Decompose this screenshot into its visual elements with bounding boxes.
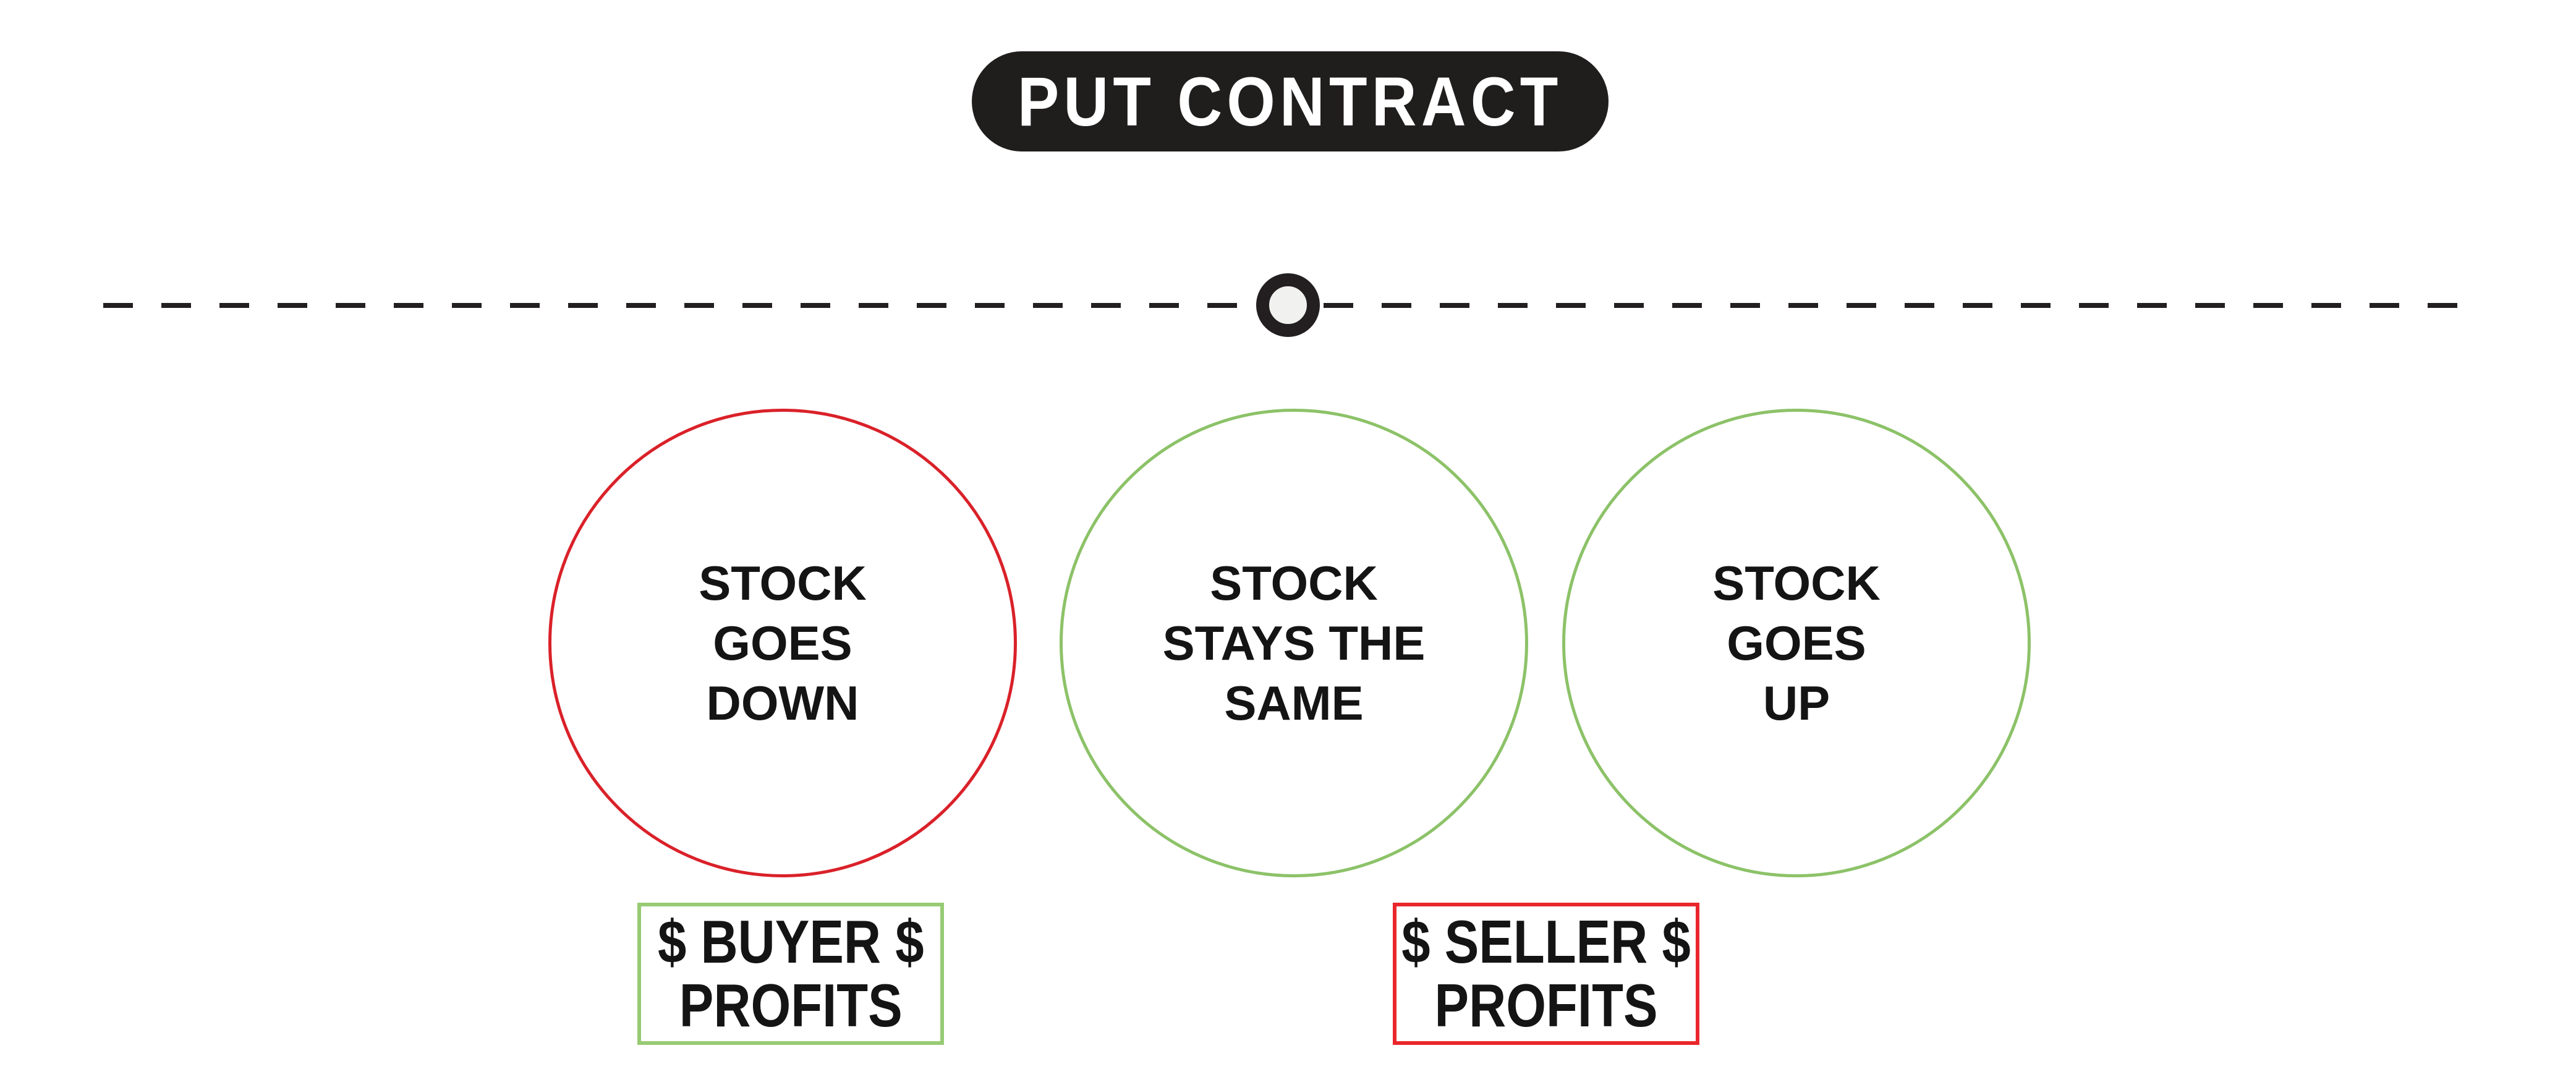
outcome-line: DOWN: [706, 675, 859, 730]
strike-price-marker-icon: [1256, 273, 1320, 337]
label-line: $ SELLER $: [1401, 908, 1691, 976]
buyer-profits-text: $ BUYER $ PROFITS: [658, 910, 924, 1037]
outcome-text-stock-stays-same: STOCK STAYS THE SAME: [1163, 553, 1426, 733]
outcome-line: STOCK: [699, 555, 867, 610]
outcome-line: STOCK: [1712, 555, 1881, 610]
page-title: PUT CONTRACT: [1018, 62, 1563, 140]
outcome-line: UP: [1762, 675, 1830, 730]
outcome-circle-stock-goes-up: STOCK GOES UP: [1562, 409, 2031, 877]
seller-profits-box: $ SELLER $ PROFITS: [1393, 903, 1699, 1045]
outcome-circle-stock-goes-down: STOCK GOES DOWN: [548, 409, 1017, 877]
outcome-text-stock-goes-up: STOCK GOES UP: [1712, 553, 1881, 733]
outcome-line: SAME: [1224, 675, 1364, 730]
seller-profits-text: $ SELLER $ PROFITS: [1401, 910, 1691, 1037]
outcome-line: GOES: [1727, 615, 1866, 670]
outcome-circle-stock-stays-same: STOCK STAYS THE SAME: [1060, 409, 1528, 877]
title-pill: PUT CONTRACT: [972, 51, 1609, 151]
outcome-text-stock-goes-down: STOCK GOES DOWN: [699, 553, 867, 733]
outcome-line: GOES: [713, 615, 852, 670]
outcome-line: STOCK: [1210, 555, 1378, 610]
label-line: PROFITS: [1434, 971, 1658, 1039]
outcome-line: STAYS THE: [1162, 615, 1426, 670]
label-line: PROFITS: [679, 971, 903, 1039]
label-line: $ BUYER $: [657, 908, 924, 976]
buyer-profits-box: $ BUYER $ PROFITS: [637, 903, 944, 1045]
